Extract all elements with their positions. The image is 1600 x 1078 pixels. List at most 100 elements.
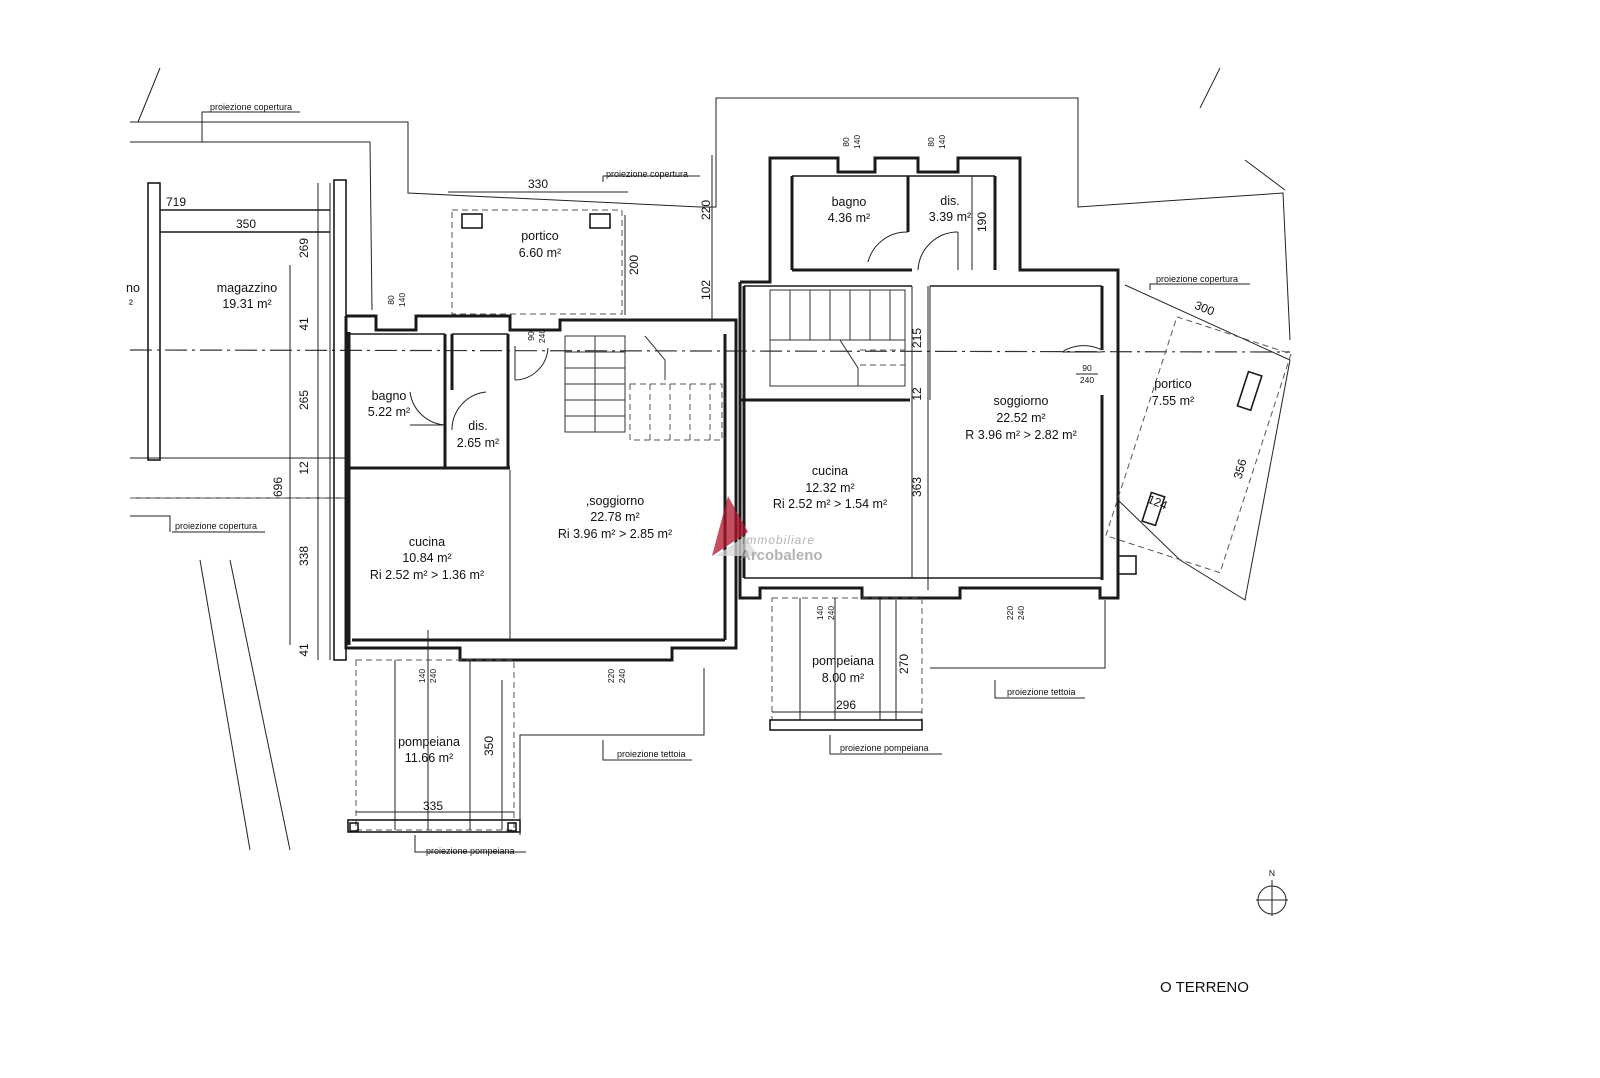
opening-w2-height: 140 [852, 135, 862, 149]
projection-notes: proiezione copertura proiezione copertur… [175, 102, 1238, 856]
dim-12b: 12 [910, 387, 924, 401]
right-staircase [769, 289, 906, 387]
note-proj-tettoia-2: proiezione tettoia [1007, 687, 1076, 697]
dim-350a: 350 [236, 217, 256, 231]
dim-356: 356 [1231, 457, 1250, 480]
dim-350b: 350 [482, 736, 496, 756]
opening-w1-height: 140 [397, 293, 407, 307]
room-ri-soggiorno-b: R 3.96 m² > 2.82 m² [965, 428, 1077, 442]
room-area-left-cut: ² [129, 297, 133, 311]
room-name-magazzino: magazzino [217, 281, 277, 295]
opening-w1-width: 80 [386, 295, 396, 305]
opening-w4-height: 240 [428, 669, 438, 683]
dim-41b: 41 [297, 643, 311, 657]
pompeiana-right [769, 597, 923, 731]
room-labels: magazzino 19.31 m² no ² portico 6.60 m² … [126, 194, 1194, 765]
opening-d2-height: 240 [1080, 375, 1094, 385]
note-proj-tettoia-1: proiezione tettoia [617, 749, 686, 759]
watermark-line1: Immobiliare [742, 533, 815, 547]
pompeiana-left [347, 630, 521, 833]
magazzino-structure [147, 179, 347, 661]
room-name-portico-a: portico [521, 229, 559, 243]
dim-12a: 12 [297, 461, 311, 475]
room-name-soggiorno-a: ,soggiorno [586, 494, 644, 508]
opening-d2-width: 90 [1082, 363, 1092, 373]
room-area-cucina-a: 10.84 m² [402, 551, 451, 565]
room-area-cucina-b: 12.32 m² [805, 481, 854, 495]
room-area-dis-a: 2.65 m² [457, 436, 499, 450]
dim-265: 265 [297, 390, 311, 410]
room-area-soggiorno-b: 22.52 m² [996, 411, 1045, 425]
room-name-cucina-b: cucina [812, 464, 848, 478]
dim-335: 335 [423, 799, 443, 813]
dim-296: 296 [836, 698, 856, 712]
room-name-bagno-b: bagno [832, 195, 867, 209]
dim-696: 696 [271, 477, 285, 497]
opening-w7-height: 240 [1016, 606, 1026, 620]
dimension-lines [289, 155, 973, 830]
north-compass: N [1256, 868, 1288, 916]
pillar-right [1117, 555, 1137, 575]
dim-338: 338 [297, 546, 311, 566]
dim-330: 330 [528, 177, 548, 191]
portico-top [451, 209, 623, 315]
room-area-pompeiana-a: 11.66 m² [405, 751, 453, 765]
opening-w6-height: 240 [826, 606, 836, 620]
note-leaders [172, 111, 1250, 853]
note-proj-cop-3: proiezione copertura [1156, 274, 1238, 284]
opening-w6-width: 140 [815, 606, 825, 620]
opening-w3-height: 140 [937, 135, 947, 149]
room-name-pompeiana-a: pompeiana [398, 735, 460, 749]
watermark-line2: Arcobaleno [740, 547, 823, 564]
opening-w5-width: 220 [606, 669, 616, 683]
note-proj-cop-1: proiezione copertura [210, 102, 292, 112]
left-staircase [564, 335, 723, 441]
dim-269: 269 [297, 238, 311, 258]
opening-d1-width: 90 [526, 331, 536, 341]
room-ri-cucina-a: Ri 2.52 m² > 1.36 m² [370, 568, 484, 582]
dim-190: 190 [975, 212, 989, 232]
opening-d1-height: 240 [537, 329, 547, 343]
room-area-magazzino: 19.31 m² [222, 297, 271, 311]
room-area-bagno-a: 5.22 m² [368, 405, 410, 419]
roof-projection-lines [130, 67, 1291, 851]
dim-220a: 220 [699, 200, 713, 220]
dim-200: 200 [627, 255, 641, 275]
room-ri-soggiorno-a: Ri 3.96 m² > 2.85 m² [558, 527, 672, 541]
room-area-portico-b: 7.55 m² [1152, 394, 1194, 408]
portico-right [1105, 316, 1292, 574]
room-area-dis-b: 3.39 m² [929, 210, 971, 224]
dim-300: 300 [1193, 298, 1217, 319]
room-name-dis-a: dis. [468, 419, 487, 433]
dim-124: 124 [1146, 492, 1170, 513]
dim-215: 215 [910, 328, 924, 348]
room-name-portico-b: portico [1154, 377, 1192, 391]
watermark-logo: Immobiliare Arcobaleno [712, 496, 823, 564]
left-unit-walls [344, 314, 738, 662]
dim-102: 102 [699, 280, 713, 300]
note-proj-cop-4: proiezione copertura [175, 521, 257, 531]
right-unit-walls [738, 156, 1120, 600]
opening-w7-width: 220 [1005, 606, 1015, 620]
compass-label: N [1269, 868, 1275, 878]
dim-41a: 41 [297, 317, 311, 331]
opening-w4-width: 140 [417, 669, 427, 683]
dim-270: 270 [897, 654, 911, 674]
sheet-title: O TERRENO [1160, 979, 1249, 996]
opening-labels: 80 140 80 140 80 140 90 240 90 240 140 2… [386, 135, 1098, 683]
note-proj-cop-2: proiezione copertura [606, 169, 688, 179]
center-axis [129, 349, 1291, 353]
opening-w3-width: 80 [926, 137, 936, 147]
room-name-dis-b: dis. [940, 194, 959, 208]
room-name-left-cut: no [126, 281, 140, 295]
room-name-bagno-a: bagno [372, 389, 407, 403]
room-area-portico-a: 6.60 m² [519, 246, 561, 260]
note-proj-pomp-1: proiezione pompeiana [840, 743, 929, 753]
left-unit-doors [409, 346, 549, 431]
room-name-pompeiana-b: pompeiana [812, 654, 874, 668]
note-proj-pomp-2: proiezione pompeiana [426, 846, 515, 856]
opening-w2-width: 80 [841, 137, 851, 147]
right-unit-doors [867, 231, 1103, 353]
room-ri-cucina-b: Ri 2.52 m² > 1.54 m² [773, 497, 887, 511]
